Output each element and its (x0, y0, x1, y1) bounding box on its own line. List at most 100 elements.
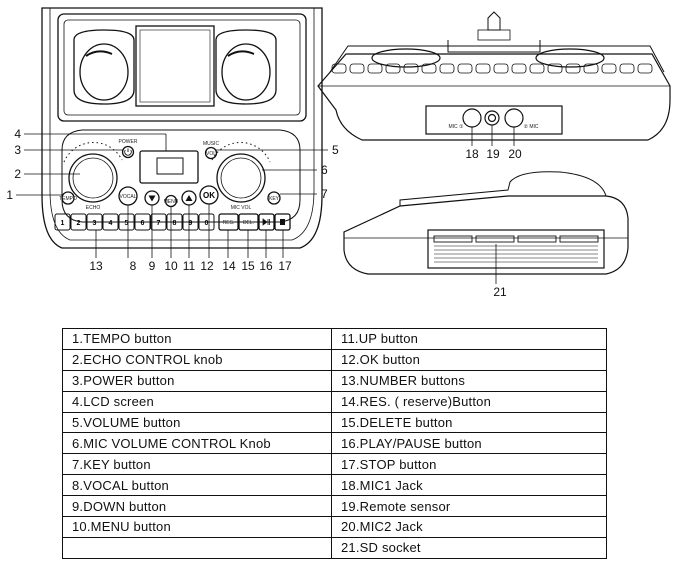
rear-key (475, 63, 491, 74)
rear-right-cylinder-top (535, 48, 605, 68)
legend-cell: 17.STOP button (331, 453, 607, 476)
number-key-label: 3 (93, 220, 97, 227)
power-button[interactable] (121, 145, 135, 159)
callout-14: 14 (222, 259, 236, 273)
tempo-button[interactable] (61, 191, 75, 205)
callout-5: 5 (332, 143, 339, 157)
tempo-label: TEMPO (59, 196, 77, 202)
number-key[interactable] (150, 213, 167, 231)
mic1-label: MIC ① (448, 124, 464, 130)
echo-label: ECHO (86, 205, 101, 211)
legend-cell: 5.VOLUME button (62, 411, 332, 434)
callout-7: 7 (321, 187, 328, 201)
stop-button[interactable] (274, 213, 291, 231)
number-key-label: 4 (109, 220, 113, 227)
rear-key (601, 63, 617, 74)
rear-jack-panel (425, 105, 563, 135)
callout-1: 1 (6, 188, 13, 202)
legend-cell: 16.PLAY/PAUSE button (331, 432, 607, 455)
rear-body-outline (317, 53, 671, 141)
front-leader-lines (16, 133, 328, 258)
mic-volume-control-knob (216, 153, 266, 203)
callout-15: 15 (241, 259, 255, 273)
volume-button[interactable] (204, 146, 218, 160)
number-key[interactable] (54, 213, 71, 231)
callout-4: 4 (14, 127, 21, 141)
top-recess-inner (63, 19, 301, 116)
rear-key (619, 63, 635, 74)
legend-cell (62, 536, 332, 559)
legend-cell: 18.MIC1 Jack (331, 474, 607, 497)
rear-key (565, 63, 581, 74)
number-key[interactable] (182, 213, 199, 231)
number-key-label: 1 (61, 220, 65, 227)
res-button[interactable] (218, 213, 239, 231)
legend-cell: 21.SD socket (331, 536, 607, 559)
menu-label: MENU (164, 199, 179, 205)
number-key[interactable] (198, 213, 215, 231)
number-key-label: 0 (205, 220, 209, 227)
legend-cell: 10.MENU button (62, 516, 332, 538)
ok-label: OK (203, 191, 215, 200)
rear-key (403, 63, 419, 74)
side-body-outline (343, 195, 629, 275)
vocal-label: VOCAL (120, 194, 137, 200)
mic1-jack (462, 108, 482, 128)
callout-17: 17 (278, 259, 292, 273)
number-key-label: 5 (125, 220, 129, 227)
key-label: KEY (269, 196, 280, 202)
callout-11: 11 (183, 259, 196, 273)
number-key[interactable] (134, 213, 151, 231)
rear-key-row (331, 63, 653, 74)
mic2-jack (504, 108, 524, 128)
sd-slot (433, 235, 473, 243)
side-view (343, 171, 629, 284)
front-panel-labels: POWER MUSIC VOL ECHO MIC VOL TEMPO KEY V… (59, 139, 280, 227)
callout-6: 6 (321, 163, 328, 177)
number-key[interactable] (166, 213, 183, 231)
rear-key (493, 63, 509, 74)
front-body-outline (41, 7, 323, 249)
top-recess (57, 13, 307, 122)
callout-3: 3 (14, 143, 21, 157)
res-label: RES. (223, 220, 235, 226)
rear-key (547, 63, 563, 74)
number-key[interactable] (102, 213, 119, 231)
mic2-label: ② MIC (523, 124, 538, 130)
tablet-holder (135, 25, 215, 107)
music-label: MUSIC (203, 141, 220, 147)
callout-16: 16 (259, 259, 273, 273)
left-speaker-cylinder (73, 29, 135, 105)
rear-key (511, 63, 527, 74)
right-speaker-cylinder (215, 29, 277, 105)
stop-icon (280, 219, 285, 225)
number-key-label: 9 (189, 220, 193, 227)
menu-button[interactable] (164, 194, 178, 208)
callout-8: 8 (130, 259, 137, 273)
number-key-label: 2 (77, 220, 81, 227)
sd-socket-panel (427, 229, 605, 269)
sd-slot (475, 235, 515, 243)
rear-left-cylinder-top (371, 48, 441, 68)
rear-key (421, 63, 437, 74)
legend-cell: 12.OK button (331, 348, 607, 371)
legend-cell: 19.Remote sensor (331, 495, 607, 518)
number-key[interactable] (86, 213, 103, 231)
number-key[interactable] (118, 213, 135, 231)
legend-cell: 9.DOWN button (62, 495, 332, 518)
callout-18: 18 (465, 147, 479, 161)
play-pause-button[interactable] (258, 213, 275, 231)
number-key[interactable] (70, 213, 87, 231)
power-label: POWER (119, 139, 138, 145)
delete-button[interactable] (238, 213, 259, 231)
front-view (41, 7, 323, 249)
legend-cell: 20.MIC2 Jack (331, 516, 607, 538)
legend-cell: 15.DELETE button (331, 411, 607, 434)
callout-2: 2 (14, 167, 21, 181)
key-button[interactable] (267, 191, 281, 205)
